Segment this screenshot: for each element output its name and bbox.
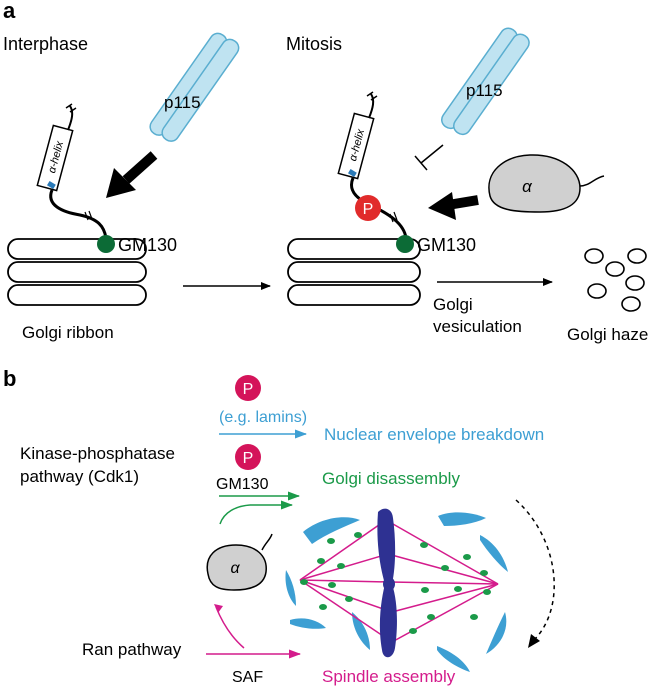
p115-protein-right bbox=[440, 27, 530, 136]
gm130-tether-left bbox=[49, 189, 108, 239]
golgi-fragments bbox=[285, 512, 508, 672]
panel-b: b P (e.g. lamins) Nuclear envelope break… bbox=[3, 366, 555, 686]
alpha-symbol-b: α bbox=[230, 560, 240, 577]
spindle-assembly-label: Spindle assembly bbox=[322, 667, 456, 686]
inhibition-bar bbox=[414, 144, 444, 171]
gm130-dot-right bbox=[396, 235, 414, 253]
panel-b-letter: b bbox=[3, 366, 16, 391]
binding-arrow-left bbox=[106, 151, 158, 198]
golgi-vesicles bbox=[584, 248, 647, 312]
vesiculation-label-line1: Golgi bbox=[433, 295, 473, 314]
p115-label-left: p115 bbox=[164, 93, 201, 112]
phospho-symbol-a: P bbox=[363, 201, 374, 218]
alpha-symbol-a: α bbox=[522, 177, 533, 196]
golgi-stack-right bbox=[287, 238, 421, 306]
gm130-label-left: GM130 bbox=[118, 235, 177, 255]
alpha-to-golgi-curve bbox=[219, 504, 251, 525]
nuclear-envelope-label: Nuclear envelope breakdown bbox=[324, 425, 544, 444]
golgi-haze-label: Golgi haze bbox=[567, 325, 648, 344]
p115-label-right: p115 bbox=[466, 81, 503, 100]
golgi-ribbon-label: Golgi ribbon bbox=[22, 323, 114, 342]
golgi-dots bbox=[300, 532, 491, 634]
alpha-protein-a bbox=[488, 154, 605, 213]
ran-pathway-label: Ran pathway bbox=[82, 640, 182, 659]
alpha-helix-left: α-helix bbox=[36, 124, 74, 192]
tether-ticks-right bbox=[389, 211, 398, 223]
interphase-title: Interphase bbox=[3, 34, 88, 54]
tail-hook-right bbox=[368, 93, 375, 119]
progression-arrowhead bbox=[528, 634, 540, 648]
vesiculation-label-line2: vesiculation bbox=[433, 317, 522, 336]
saf-release-arrowhead bbox=[214, 604, 223, 613]
tail-hook-ticks-right bbox=[366, 91, 378, 101]
gm130-label-right: GM130 bbox=[417, 235, 476, 255]
phospho-symbol-lamins: P bbox=[243, 381, 254, 398]
panel-a: a Interphase Mitosis p115 α-helix bbox=[3, 0, 648, 344]
p115-protein-left bbox=[149, 32, 240, 142]
chromosome bbox=[377, 508, 397, 658]
phospho-site-a bbox=[355, 195, 381, 221]
phospho-badge-gm130 bbox=[235, 444, 261, 470]
phospho-badge-lamins bbox=[235, 375, 261, 401]
tether-ticks-left bbox=[84, 210, 93, 221]
alpha-helix-right: α-helix bbox=[337, 112, 375, 180]
tail-hook-left bbox=[67, 105, 74, 131]
tail-hook-ticks-left bbox=[65, 103, 77, 113]
progression-dashed-arrow bbox=[515, 499, 555, 641]
gm130-dot-left bbox=[97, 235, 115, 253]
phospho-symbol-gm130: P bbox=[243, 450, 254, 467]
spindle-fibers bbox=[299, 519, 499, 643]
gm130-label-b: GM130 bbox=[216, 476, 269, 493]
alpha-protein-b bbox=[206, 533, 273, 591]
kinase-pathway-line2: pathway (Cdk1) bbox=[20, 467, 139, 486]
saf-release-curve bbox=[215, 606, 245, 649]
kinase-pathway-line1: Kinase-phosphatase bbox=[20, 444, 175, 463]
mitosis-title: Mitosis bbox=[286, 34, 342, 54]
saf-label: SAF bbox=[232, 669, 263, 686]
lamins-label: (e.g. lamins) bbox=[219, 409, 307, 426]
binding-arrow-right bbox=[428, 192, 479, 220]
panel-a-letter: a bbox=[3, 0, 16, 23]
golgi-disassembly-label: Golgi disassembly bbox=[322, 469, 460, 488]
